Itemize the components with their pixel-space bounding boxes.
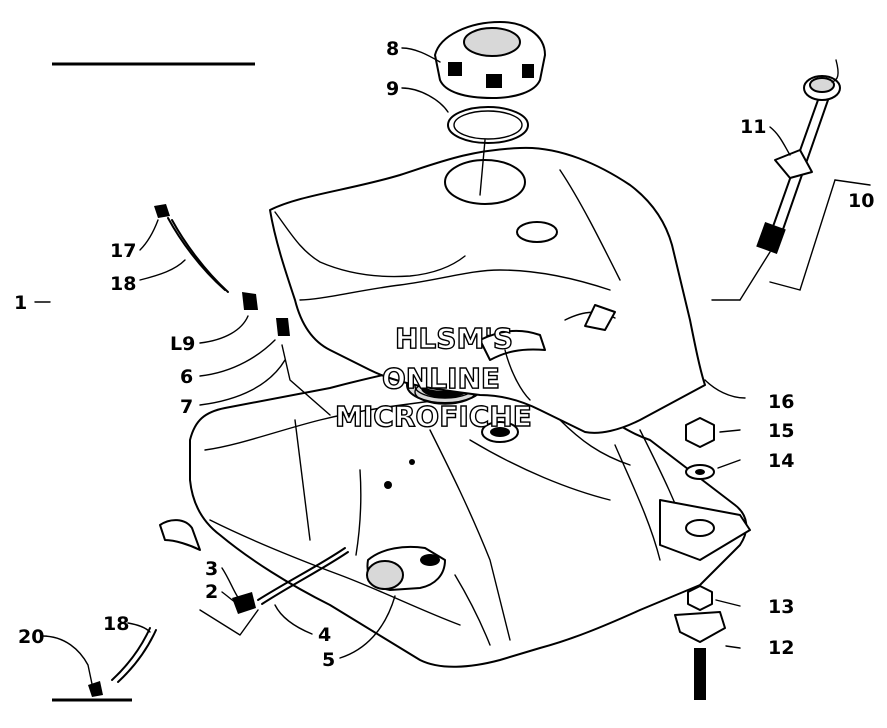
callout-18-upper: 18 bbox=[110, 273, 136, 295]
callout-8: 8 bbox=[386, 38, 399, 60]
callout-11: 11 bbox=[740, 116, 766, 138]
fuel-line-assembly bbox=[88, 519, 446, 697]
leader-lines bbox=[34, 47, 871, 685]
watermark-line-2: ONLINE bbox=[382, 362, 500, 395]
cap-gasket bbox=[447, 106, 529, 144]
tank-cover bbox=[269, 146, 706, 434]
callout-12: 12 bbox=[768, 637, 794, 659]
callout-2: 2 bbox=[205, 581, 218, 603]
callout-1: 1 bbox=[14, 292, 27, 314]
callout-18-lower: 18 bbox=[103, 613, 129, 635]
callout-5: 5 bbox=[322, 649, 335, 671]
callout-15: 15 bbox=[768, 420, 794, 442]
callout-16: 16 bbox=[768, 391, 794, 413]
mounting-hardware bbox=[674, 417, 726, 700]
callout-17: 17 bbox=[110, 240, 136, 262]
callout-20: 20 bbox=[18, 626, 44, 648]
filler-cap bbox=[434, 21, 546, 99]
callout-9: 9 bbox=[386, 78, 399, 100]
callout-4: 4 bbox=[318, 624, 331, 646]
fuel-tank bbox=[189, 359, 751, 668]
callout-6: 6 bbox=[180, 366, 193, 388]
callout-10: 10 bbox=[848, 190, 874, 212]
callout-7: 7 bbox=[180, 396, 193, 418]
vent-line-fittings bbox=[154, 204, 331, 416]
callout-3: 3 bbox=[205, 558, 218, 580]
vent-hose bbox=[479, 329, 546, 401]
watermark-line-1: HLSM'S bbox=[395, 322, 513, 355]
callout-14: 14 bbox=[768, 450, 794, 472]
watermark: HLSM'S ONLINE MICROFICHE bbox=[334, 321, 532, 433]
callout-labels: 8 9 10 11 16 15 14 13 12 17 18 1 L9 6 7 … bbox=[14, 38, 874, 671]
callout-13: 13 bbox=[768, 596, 794, 618]
watermark-line-3: MICROFICHE bbox=[335, 400, 532, 433]
callout-19: L9 bbox=[170, 333, 195, 355]
fuel-gauge-sender bbox=[756, 75, 841, 254]
